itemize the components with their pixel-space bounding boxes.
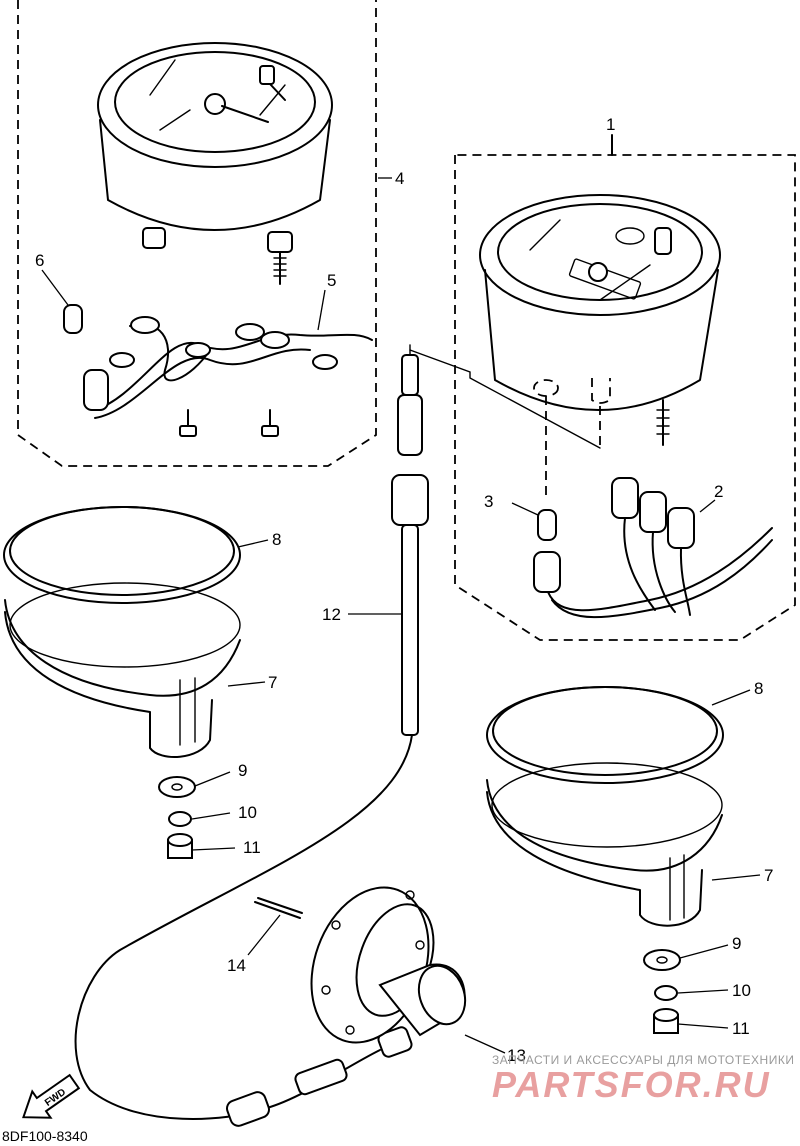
callout-13: 13	[507, 1046, 526, 1065]
callout-12: 12	[322, 605, 341, 624]
callout-11-right: 11	[732, 1019, 750, 1038]
callout-9-left: 9	[238, 761, 247, 780]
washer-left	[158, 776, 196, 798]
speedometer-gear-unit	[310, 886, 467, 1044]
screw	[179, 409, 197, 437]
nut-left	[167, 833, 193, 859]
screw	[261, 409, 279, 437]
callout-8-right: 8	[754, 679, 763, 698]
callout-7-left: 7	[268, 673, 277, 692]
diagram-code: 8DF100-8340	[2, 1128, 88, 1144]
nut-right	[653, 1008, 679, 1034]
pin	[254, 897, 303, 919]
callout-9-right: 9	[732, 934, 741, 953]
lock-washer-right	[654, 985, 678, 1001]
callout-5: 5	[327, 271, 336, 290]
callout-10-left: 10	[238, 803, 257, 822]
callout-14: 14	[227, 956, 246, 975]
callout-1: 1	[606, 115, 615, 134]
callout-4: 4	[395, 169, 404, 188]
watermark-logo: PARTSFOR.RU	[492, 1064, 771, 1105]
callout-8-left: 8	[272, 530, 281, 549]
speedometer-assembly	[409, 134, 796, 641]
meter-bracket-right	[486, 686, 724, 927]
callout-11-left: 11	[243, 838, 261, 857]
fwd-arrow: FWD	[22, 1073, 81, 1119]
watermark-tagline: ЗАПЧАСТИ И АКСЕССУАРЫ ДЛЯ МОТОТЕХНИКИ	[492, 1053, 795, 1067]
washer-right	[643, 949, 681, 971]
callout-3: 3	[484, 492, 493, 511]
lock-washer-left	[168, 811, 192, 827]
callout-labels: 1 2 3 4 5 6 7 7 8 8 9 9 10 10 11 11 12 1…	[35, 115, 773, 1065]
callout-2: 2	[714, 482, 723, 501]
callout-6: 6	[35, 251, 44, 270]
callout-7-right: 7	[764, 866, 773, 885]
speedometer-cable	[74, 344, 429, 1127]
leader-lines	[41, 177, 761, 1054]
callout-10-right: 10	[732, 981, 751, 1000]
meter-bracket-left	[3, 506, 241, 759]
tachometer-assembly	[17, 0, 377, 467]
